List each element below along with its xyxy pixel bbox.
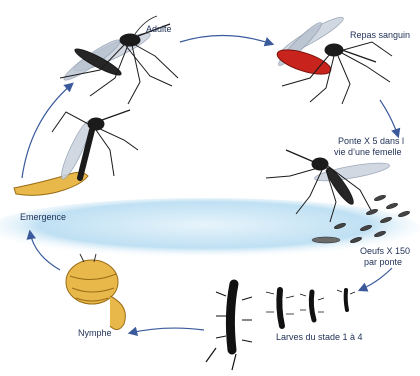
label-pupa: Nymphe xyxy=(78,328,112,339)
arrow-eggs-to-larvae xyxy=(360,268,392,290)
water-surface xyxy=(0,198,420,258)
emerging-mosquito xyxy=(14,110,138,195)
label-emergence: Emergence xyxy=(20,212,66,223)
label-blood-meal: Repas sanguin xyxy=(350,30,410,41)
label-laying-line2: vie d’une femelle xyxy=(334,147,402,158)
label-eggs-line2: par ponte xyxy=(364,257,402,268)
label-adult: Adulte xyxy=(146,24,172,35)
label-eggs-line1: Oeufs X 150 xyxy=(360,246,410,257)
top-caption xyxy=(0,0,160,2)
pupa xyxy=(66,254,125,330)
label-larvae: Larves du stade 1 à 4 xyxy=(276,332,363,343)
arrow-larvae-to-pupa xyxy=(130,328,204,333)
blood-fed-mosquito xyxy=(275,13,392,104)
arrow-adult-to-blood-meal xyxy=(180,35,272,44)
arrow-blood-meal-to-laying xyxy=(380,100,398,136)
larvae xyxy=(206,284,355,370)
label-laying-line1: Ponte X 5 dans l xyxy=(338,136,404,147)
